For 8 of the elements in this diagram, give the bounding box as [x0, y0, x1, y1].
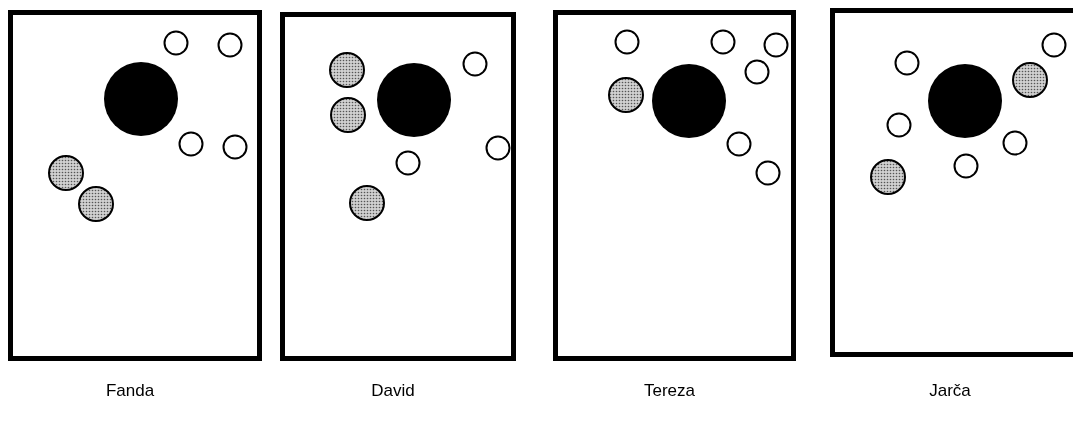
- panel-frame: [8, 10, 262, 361]
- panel-frame: [830, 8, 1073, 357]
- person-name: Fanda: [104, 380, 156, 402]
- person-name: Tereza: [643, 380, 696, 402]
- panel-frame: [553, 10, 796, 361]
- panel-frame: [280, 12, 516, 361]
- person-name: David: [370, 380, 416, 402]
- person-name: Jarča: [928, 380, 972, 402]
